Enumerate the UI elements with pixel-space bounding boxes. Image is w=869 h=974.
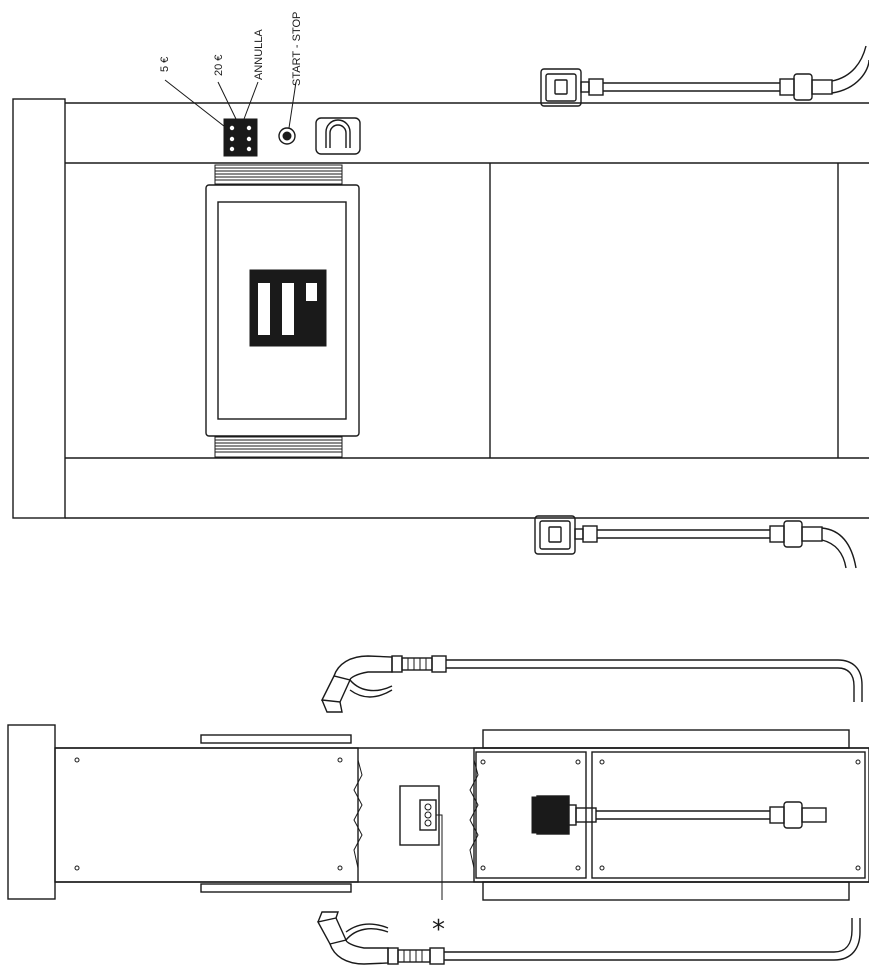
callout-leader-start-stop (288, 81, 297, 129)
callout-leader-5-euro (164, 79, 230, 131)
label-annulla: ANNULLA (253, 29, 265, 80)
keypad-key (229, 146, 235, 152)
dispenser-side-view: * (7, 655, 869, 965)
front-body-outline (65, 102, 869, 519)
front-hose-upper (540, 45, 869, 107)
connector-port (424, 803, 432, 811)
brand-logo-bar (306, 283, 317, 301)
panel-screws (74, 757, 861, 871)
side-nozzle-lower (316, 911, 861, 965)
side-left-panel (54, 747, 359, 883)
break-mark-right (469, 759, 479, 869)
display-vent-bottom (214, 436, 343, 458)
connector-port (424, 819, 432, 827)
display-vent-top (214, 164, 343, 185)
side-panel-b (591, 751, 866, 879)
front-base-plinth (12, 98, 66, 519)
keypad-key (246, 125, 252, 131)
side-rib-top-right (482, 729, 850, 749)
side-hose-middle (531, 795, 827, 835)
keypad-key (229, 136, 235, 142)
callout-leader-20-euro (217, 81, 237, 120)
brand-logo-bar (258, 283, 270, 335)
keypad-key (246, 146, 252, 152)
side-rib-bottom-left (200, 883, 352, 893)
front-nozzle-socket (315, 117, 361, 155)
brand-logo-bar (282, 283, 294, 335)
keypad-key (229, 125, 235, 131)
display-screen (217, 201, 347, 420)
side-rib-bottom-right (482, 881, 850, 901)
side-panel-a (475, 751, 587, 879)
callout-leader-annulla (243, 81, 259, 120)
break-mark-left (353, 759, 363, 869)
front-nozzle-socket-hook (325, 119, 351, 148)
side-base-plinth (7, 724, 56, 900)
label-asterisk: * (432, 915, 445, 945)
side-body-outline (55, 747, 869, 883)
dispenser-front-view: 5 € 20 € ANNULLA START - STOP (12, 12, 869, 569)
start-stop-button-core (282, 131, 292, 141)
connector-port (424, 811, 432, 819)
side-nozzle-upper (320, 655, 863, 713)
keypad (223, 118, 258, 157)
front-body-rails (65, 162, 869, 459)
front-hose-lower (534, 515, 857, 569)
side-rib-top-left (200, 734, 352, 744)
keypad-key (246, 136, 252, 142)
callout-leader-asterisk (436, 814, 443, 900)
label-5-euro: 5 € (159, 57, 171, 72)
label-20-euro: 20 € (213, 55, 225, 76)
start-stop-button (278, 127, 296, 145)
label-start-stop: START - STOP (291, 12, 303, 86)
